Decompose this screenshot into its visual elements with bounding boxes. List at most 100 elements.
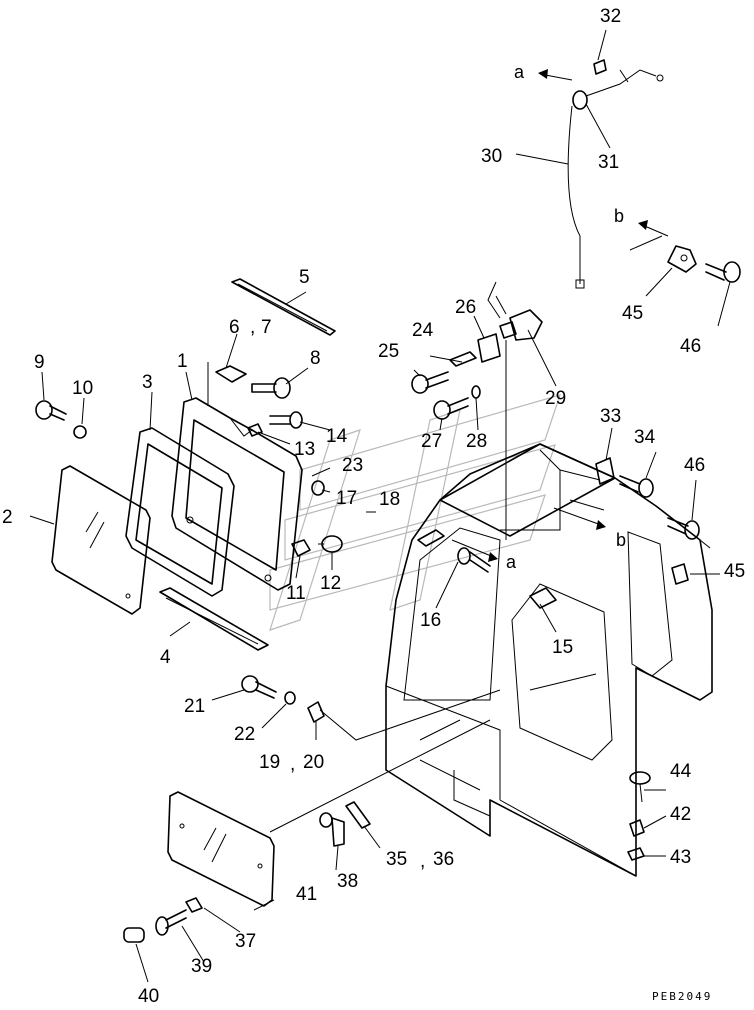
- part-45-bracket-upper: [667, 245, 697, 273]
- part-13-clip: [247, 423, 263, 437]
- part-18-hinge: [417, 529, 445, 547]
- callout-19: 19: [259, 752, 280, 773]
- part-38-latch: [319, 812, 345, 847]
- part-42-clip: [629, 819, 645, 837]
- callout-21: 21: [184, 696, 205, 717]
- marker-arrow-b-top: [638, 220, 669, 237]
- callout-separator-35-36: ,: [420, 851, 425, 872]
- part-30-wiring-harness: [567, 69, 664, 289]
- part-21-bolt: [241, 675, 277, 699]
- callout-35: 35: [386, 849, 407, 870]
- part-45-bracket-lower: [671, 563, 689, 585]
- cab-body: [385, 443, 713, 877]
- part-44-knob: [629, 771, 651, 803]
- part-10-nut: [73, 425, 87, 439]
- callout-32: 32: [600, 6, 621, 27]
- part-25-bolt: [411, 371, 449, 394]
- callout-29: 29: [545, 388, 566, 409]
- watermark-logo: [269, 394, 561, 631]
- part-39-bolt: [155, 909, 187, 936]
- callout-7: 7: [261, 317, 272, 338]
- callout-labels: 1 2 3 4 5 6 , 7 8 9 10 11 12 13 14 15 16…: [2, 6, 745, 1007]
- part-4-lower-seal-strip: [159, 587, 269, 651]
- callout-37: 37: [235, 931, 256, 952]
- callout-46-upper: 46: [680, 336, 701, 357]
- callout-44: 44: [670, 761, 692, 782]
- callout-45-upper: 45: [622, 303, 643, 324]
- callout-14: 14: [326, 426, 348, 447]
- part-40-cap: [123, 927, 145, 943]
- part-46-bolt-lower: [667, 517, 700, 540]
- part-35-36-strip: [345, 801, 371, 829]
- callout-separator: ,: [250, 317, 255, 338]
- marker-arrow-a-top: [538, 69, 573, 81]
- part-41-rear-glass: [167, 791, 275, 907]
- callout-39: 39: [191, 956, 212, 977]
- part-3-window-gasket: [125, 427, 235, 597]
- callout-34: 34: [634, 427, 656, 448]
- callout-20: 20: [303, 752, 324, 773]
- callout-40: 40: [138, 986, 159, 1007]
- part-16-bolt: [457, 547, 491, 573]
- callout-4: 4: [160, 647, 171, 668]
- callout-22: 22: [234, 724, 255, 745]
- part-19-20-clip: [307, 701, 325, 723]
- part-34-bolt: [619, 475, 654, 498]
- leader-lines: [29, 29, 731, 983]
- callout-5: 5: [299, 267, 310, 288]
- part-29-lamp: [487, 281, 543, 341]
- callout-15: 15: [552, 637, 573, 658]
- callout-11: 11: [286, 583, 306, 604]
- callout-18: 18: [379, 489, 400, 510]
- callout-27: 27: [421, 431, 442, 452]
- part-32-cap: [593, 59, 607, 75]
- callout-26: 26: [455, 297, 476, 318]
- marker-arrow-a-cab: [451, 539, 498, 562]
- callout-12: 12: [320, 573, 341, 594]
- marker-label-b-top: b: [614, 206, 624, 226]
- callout-2: 2: [2, 507, 13, 528]
- callout-24: 24: [412, 320, 434, 341]
- part-26-bracket: [477, 333, 501, 363]
- part-2-glass-pane: [51, 465, 151, 615]
- drawing-code: PEB2049: [652, 990, 712, 1003]
- part-15-handle: [529, 587, 557, 609]
- part-9-bolt: [35, 400, 67, 421]
- part-5-upper-seal-strip: [231, 278, 336, 336]
- callout-9: 9: [34, 352, 45, 373]
- part-28-washer: [471, 385, 481, 399]
- part-17-23-nut: [311, 480, 325, 496]
- callout-17: 17: [336, 488, 357, 509]
- part-31-grommet: [572, 90, 588, 110]
- callout-42: 42: [670, 804, 691, 825]
- part-24-plate: [449, 351, 477, 367]
- callout-1: 1: [177, 351, 188, 372]
- callout-16: 16: [420, 610, 441, 631]
- part-14-bolt: [269, 411, 303, 429]
- part-27-bolt: [433, 397, 469, 420]
- callout-36: 36: [433, 849, 454, 870]
- callout-41: 41: [296, 884, 317, 905]
- callout-25: 25: [378, 341, 399, 362]
- part-33-plate: [595, 457, 615, 485]
- marker-label-a-top: a: [514, 62, 525, 82]
- part-22-washer: [284, 691, 296, 705]
- part-11-latch-clip: [291, 539, 311, 557]
- marker-label-a-cab: a: [506, 552, 517, 572]
- callout-43: 43: [670, 847, 691, 868]
- part-37-pin: [185, 897, 203, 913]
- callout-separator-19-20: ,: [290, 754, 295, 775]
- part-46-bolt-upper: [705, 261, 741, 283]
- callout-13: 13: [294, 439, 315, 460]
- marker-label-b-cab: b: [616, 530, 626, 550]
- callout-6: 6: [229, 317, 240, 338]
- callout-23: 23: [342, 455, 363, 476]
- callout-8: 8: [310, 348, 321, 369]
- callout-38: 38: [337, 871, 358, 892]
- callout-28: 28: [466, 431, 487, 452]
- callout-3: 3: [142, 372, 153, 393]
- callout-45-lower: 45: [724, 561, 745, 582]
- part-6-7-bracket: [207, 362, 247, 406]
